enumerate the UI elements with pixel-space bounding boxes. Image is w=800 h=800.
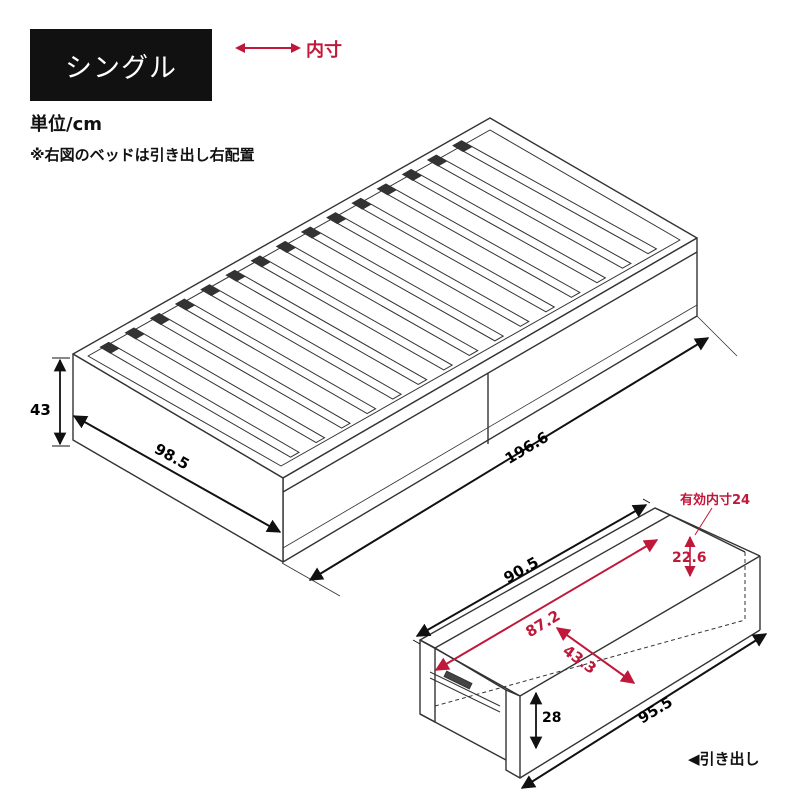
drawer-height-dimension: 28 xyxy=(529,691,561,750)
drawer-front-panel xyxy=(505,689,521,779)
slat-end-block xyxy=(427,154,448,167)
slat-end-block xyxy=(326,212,347,225)
drawer-inner-length-dimension: 87.2 xyxy=(434,539,659,671)
drawer-outer-length-value: 95.5 xyxy=(635,693,676,727)
slat-end-block xyxy=(351,197,372,210)
drawer-box xyxy=(419,507,761,779)
drawer-height-value: 28 xyxy=(542,710,561,726)
inner-dimension-legend-arrow-icon xyxy=(235,43,301,53)
drawer-inner-width-value: 43.3 xyxy=(559,641,600,677)
slat-end-block xyxy=(250,255,271,268)
size-title-badge: シングル xyxy=(30,29,212,101)
slat-end-block xyxy=(301,226,322,239)
drawer-side-panel xyxy=(419,639,436,723)
drawer-inner-height-value: 22.6 xyxy=(672,550,707,566)
drawer-caption: ◀引き出し xyxy=(688,750,760,768)
drawer-inner-length-value: 87.2 xyxy=(522,607,563,641)
drawer-inner-height-dimension: 22.6 有効内寸24 xyxy=(672,492,750,578)
slat-end-block xyxy=(200,284,221,297)
slat-end-block xyxy=(376,183,397,196)
slat-end-block xyxy=(149,313,171,325)
inner-dimension-legend-label: 内寸 xyxy=(306,40,342,61)
bed-height-dimension: 43 xyxy=(30,357,70,447)
bed-length-value: 196.6 xyxy=(502,428,552,468)
slat-end-block xyxy=(99,341,120,354)
slat-end-block xyxy=(124,327,145,340)
slat-end-block xyxy=(401,169,423,181)
drawer-rail xyxy=(429,670,501,713)
bed-height-value: 43 xyxy=(30,401,51,419)
slat-end-block xyxy=(275,241,297,253)
slat-end-block xyxy=(175,298,196,311)
slat-end-block xyxy=(452,140,473,153)
unit-label: 単位/cm xyxy=(30,114,102,135)
slat-end-block xyxy=(225,269,246,282)
drawer-position-note: ※右図のベッドは引き出し右配置 xyxy=(30,146,255,164)
drawer-effective-inner-height: 有効内寸24 xyxy=(680,492,750,508)
size-title: シングル xyxy=(65,52,177,84)
